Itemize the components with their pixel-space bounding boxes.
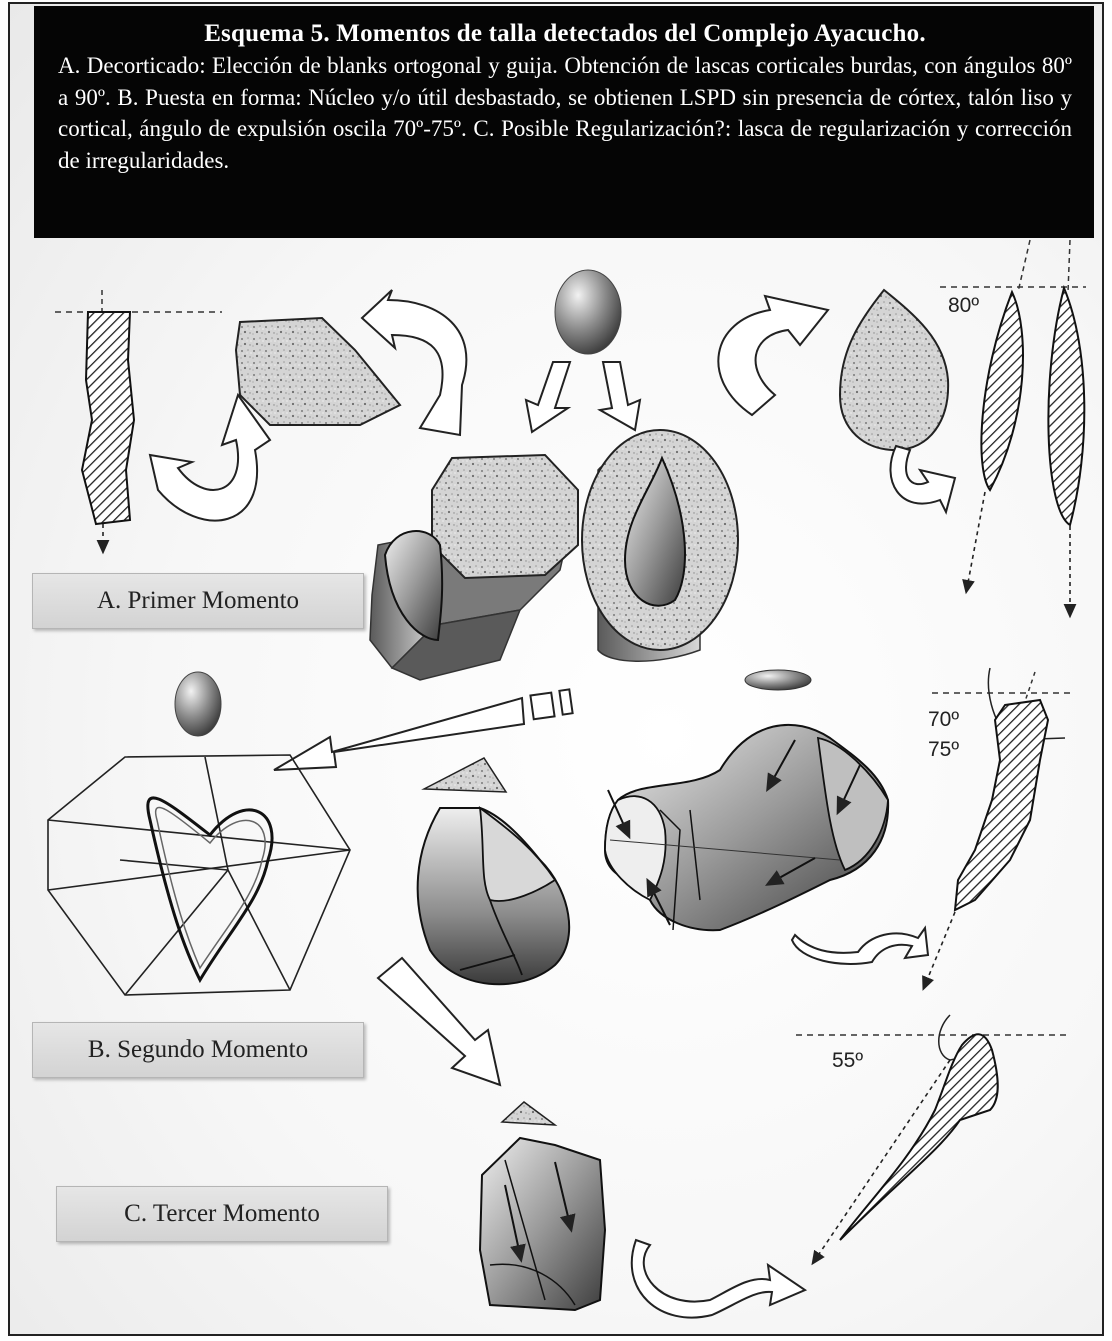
- teardrop-core: [418, 808, 570, 984]
- moment-label-b: B. Segundo Momento: [32, 1022, 364, 1078]
- moment-label-c: C. Tercer Momento: [56, 1186, 388, 1242]
- irregular-core: [605, 725, 888, 930]
- dashed-arrow: [967, 492, 985, 588]
- long-arrow: [274, 689, 573, 770]
- figure-title: Esquema 5. Momentos de talla detectados …: [58, 18, 1072, 50]
- dashed-arrow: [925, 912, 955, 985]
- flat-flake: [745, 670, 811, 690]
- reference-line: [1068, 240, 1070, 292]
- moment-label-a: A. Primer Momento: [32, 573, 364, 629]
- curved-arrow: [150, 395, 270, 521]
- split-pebble: [582, 430, 738, 661]
- figure-caption: A. Decorticado: Elección de blanks ortog…: [58, 50, 1072, 176]
- angle-label-c: 55º: [832, 1049, 863, 1073]
- curved-arrow: [718, 296, 828, 415]
- down-arrow: [526, 362, 570, 432]
- angle-label-b2: 75º: [928, 738, 959, 762]
- hatched-flake: [82, 312, 134, 524]
- hatched-flake: [840, 1034, 998, 1240]
- cortical-pebble: [840, 290, 948, 450]
- hatched-flake: [981, 292, 1023, 490]
- pebble: [175, 672, 221, 736]
- regularized-core: [480, 1138, 605, 1310]
- dashed-arrow: [815, 1060, 950, 1260]
- hatched-flake: [955, 700, 1048, 910]
- triangle-flake: [424, 758, 506, 792]
- reference-line: [1018, 240, 1030, 292]
- curved-arrow: [632, 1240, 805, 1318]
- curved-arrow: [792, 928, 928, 964]
- cortical-flake: [236, 318, 400, 425]
- triangle-flake: [502, 1102, 555, 1125]
- down-arrow: [600, 362, 640, 430]
- orthogonal-blank: [370, 455, 578, 680]
- angle-label-b1: 70º: [928, 708, 959, 732]
- curved-arrow: [890, 446, 955, 512]
- caption-box: Esquema 5. Momentos de talla detectados …: [34, 6, 1094, 238]
- angle-label-a: 80º: [948, 294, 979, 318]
- core-wireframe: [48, 755, 350, 995]
- pebble: [555, 270, 621, 354]
- hatched-flake: [1048, 288, 1084, 525]
